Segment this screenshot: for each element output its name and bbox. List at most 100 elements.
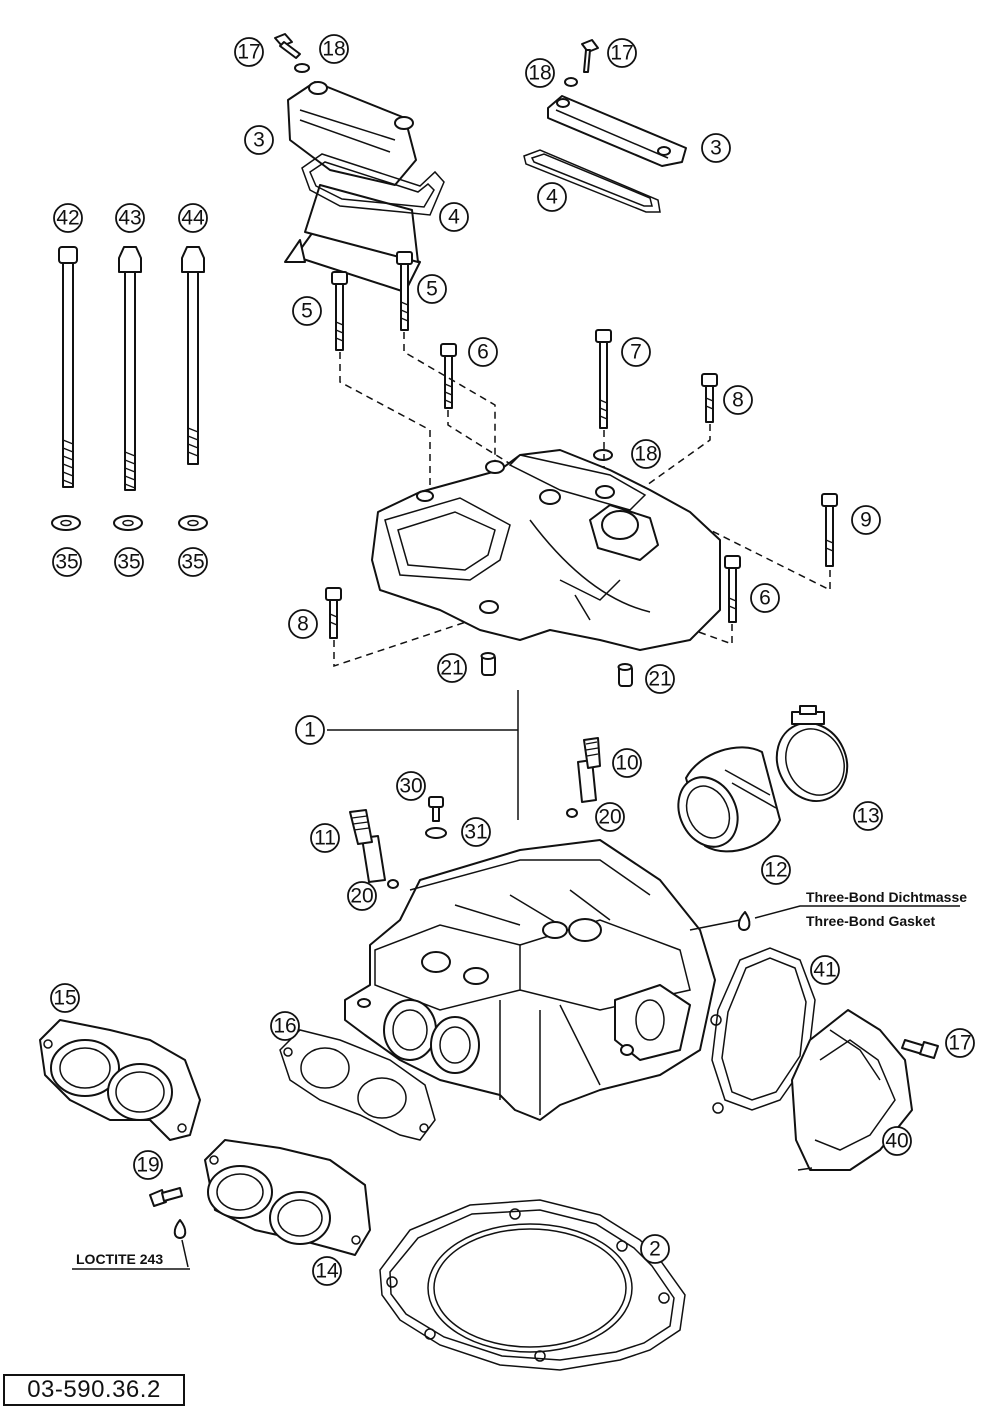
valve-cover-gasket-left: [301, 153, 445, 216]
callout-18-top-right: 18: [525, 58, 555, 88]
callout-14: 14: [312, 1256, 342, 1286]
callout-15: 15: [50, 983, 80, 1013]
callout-3-left: 3: [244, 125, 274, 155]
dowel-pin-21-left: [480, 652, 496, 676]
callout-21-right: 21: [645, 664, 675, 694]
callout-42: 42: [53, 203, 83, 233]
note-sealant-en: Three-Bond Gasket: [806, 913, 935, 929]
note-loctite: LOCTITE 243: [76, 1251, 163, 1267]
callout-2: 2: [640, 1234, 670, 1264]
svg-text:35: 35: [181, 551, 204, 574]
callout-11: 11: [310, 823, 340, 853]
callout-21-left: 21: [437, 653, 467, 683]
camshaft-carrier: [371, 449, 721, 651]
bolt-42: [58, 246, 78, 488]
leader-1: [327, 690, 519, 820]
callout-35-c: 35: [178, 547, 208, 577]
svg-text:17: 17: [237, 41, 260, 64]
callout-44: 44: [178, 203, 208, 233]
cylinder-head: [344, 839, 716, 1121]
svg-text:15: 15: [53, 987, 76, 1010]
bolt-19: [149, 1187, 183, 1207]
svg-text:4: 4: [448, 206, 460, 229]
bolt-5-right: [396, 251, 413, 331]
svg-text:21: 21: [440, 657, 463, 680]
svg-text:17: 17: [610, 42, 633, 65]
svg-text:7: 7: [630, 341, 642, 364]
sealant-drop: [737, 911, 751, 931]
callout-4-right: 4: [537, 182, 567, 212]
svg-text:6: 6: [477, 341, 489, 364]
valve-guide-11: [349, 809, 386, 883]
svg-text:8: 8: [297, 613, 309, 636]
svg-text:20: 20: [598, 806, 621, 829]
bolt-17-right: [901, 1039, 939, 1059]
svg-text:12: 12: [764, 859, 787, 882]
drawing-reference-number: 03-590.36.2: [27, 1376, 161, 1403]
leader-sealant: [754, 905, 960, 919]
svg-text:5: 5: [301, 300, 313, 323]
callout-17-top-left: 17: [234, 37, 264, 67]
bolt-8-right: [701, 373, 718, 423]
seal-20-lower: [387, 879, 399, 889]
callout-17-right: 17: [945, 1028, 975, 1058]
assembly-lines: [333, 332, 831, 668]
callout-20-upper: 20: [595, 802, 625, 832]
svg-text:35: 35: [117, 551, 140, 574]
screw-30: [428, 796, 444, 822]
callout-10: 10: [612, 748, 642, 778]
bolt-43: [118, 246, 142, 491]
svg-text:43: 43: [118, 207, 141, 230]
callout-18-top-left: 18: [319, 34, 349, 64]
callout-30: 30: [396, 771, 426, 801]
leader-loctite: [181, 1239, 189, 1268]
svg-text:18: 18: [322, 38, 345, 61]
intake-rubber-12: [677, 746, 781, 853]
svg-text:41: 41: [813, 959, 836, 982]
callout-9: 9: [851, 505, 881, 535]
svg-text:44: 44: [181, 207, 205, 230]
bolt-7: [595, 329, 612, 429]
svg-text:8: 8: [732, 389, 744, 412]
callout-18-mid: 18: [631, 439, 661, 469]
callout-20-lower: 20: [347, 881, 377, 911]
bolt-6-upper: [440, 343, 457, 409]
leader-sealant-head: [689, 919, 741, 931]
svg-text:3: 3: [253, 129, 265, 152]
washer-18-top-right: [564, 77, 578, 87]
threadlock-drop: [173, 1219, 187, 1239]
svg-text:2: 2: [649, 1238, 661, 1261]
callout-35-a: 35: [52, 547, 82, 577]
svg-text:20: 20: [350, 885, 373, 908]
washer-35-b: [113, 515, 143, 531]
callout-16: 16: [270, 1011, 300, 1041]
svg-text:16: 16: [273, 1015, 296, 1038]
svg-text:6: 6: [759, 587, 771, 610]
svg-text:4: 4: [546, 186, 558, 209]
callout-19: 19: [133, 1150, 163, 1180]
svg-text:35: 35: [55, 551, 78, 574]
svg-text:31: 31: [464, 821, 487, 844]
bolt-17-top-left: [274, 33, 301, 59]
callout-35-b: 35: [114, 547, 144, 577]
hose-clamp-13: [775, 705, 849, 802]
drawing-reference-box: 03-590.36.2: [3, 1374, 185, 1406]
svg-text:18: 18: [634, 443, 657, 466]
callout-1: 1: [295, 715, 325, 745]
valve-cover-gasket-right: [523, 149, 661, 213]
svg-text:42: 42: [56, 207, 79, 230]
valve-guide-10: [577, 737, 601, 803]
callout-13: 13: [853, 801, 883, 831]
washer-35-a: [51, 515, 81, 531]
bolt-8-left: [325, 587, 342, 639]
callout-43: 43: [115, 203, 145, 233]
bolt-6-lower: [724, 555, 741, 623]
callout-17-top-right: 17: [607, 38, 637, 68]
bolt-17-top-right: [581, 39, 599, 73]
callout-31: 31: [461, 817, 491, 847]
svg-text:19: 19: [136, 1154, 159, 1177]
cover-40: [791, 1009, 913, 1171]
exhaust-flange-15: [39, 1019, 201, 1141]
callout-40: 40: [882, 1126, 912, 1156]
